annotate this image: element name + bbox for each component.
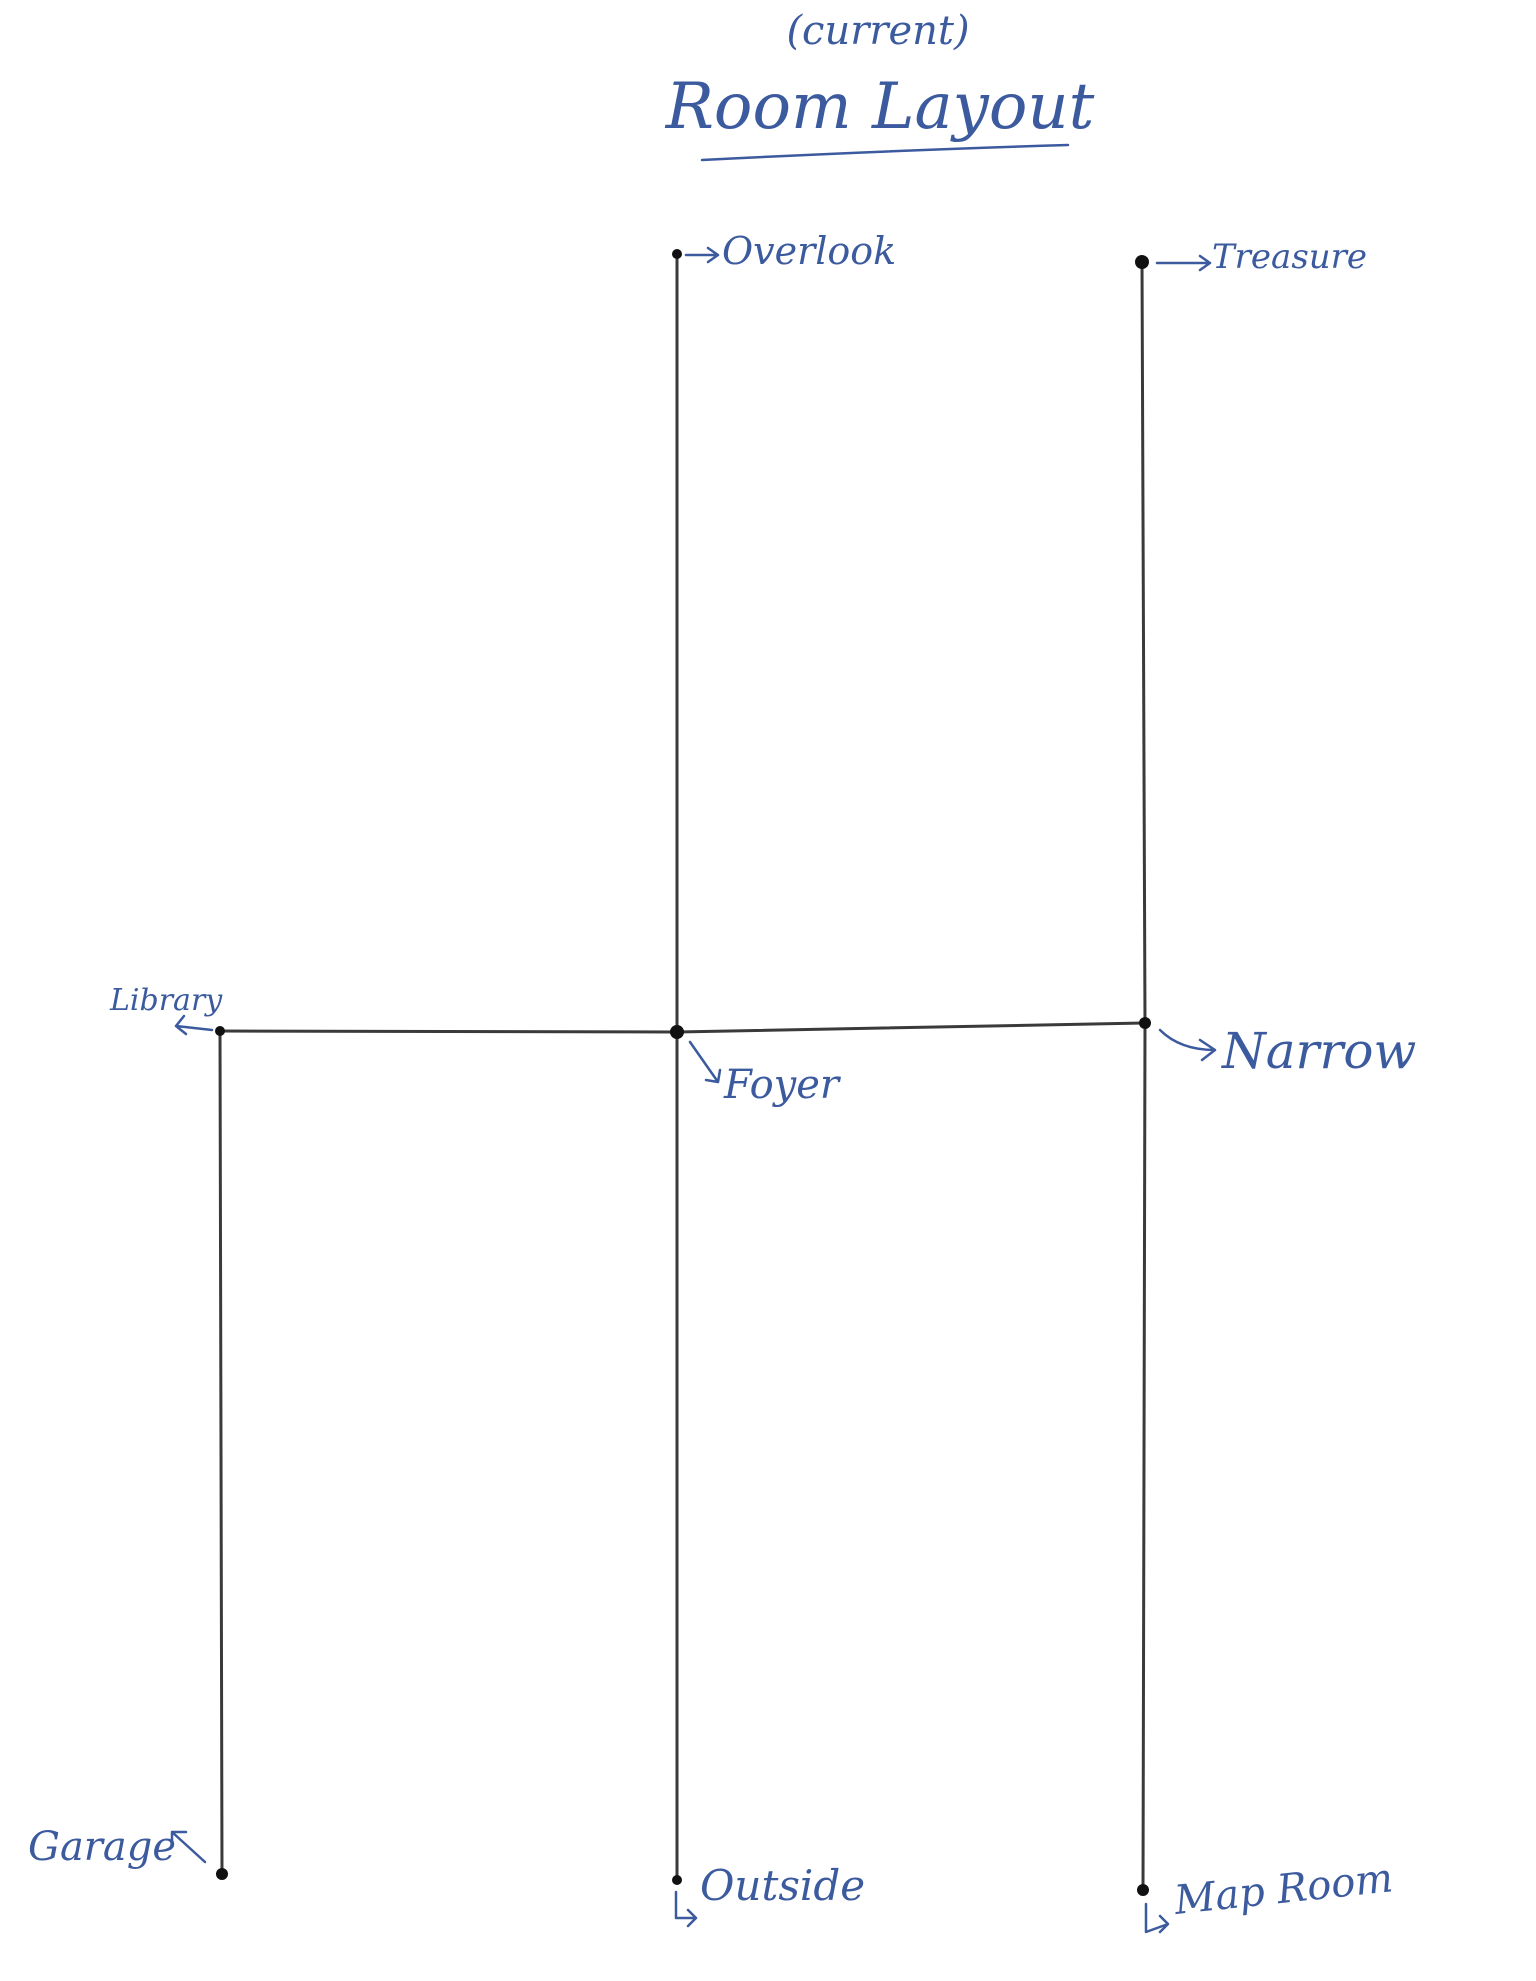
diagram-title: Room Layout [665,70,1095,144]
label-library: Library [109,983,223,1018]
arrow-narrow [1158,1028,1217,1062]
arrow-foyer [688,1040,722,1084]
edge-library-foyer [218,1029,679,1034]
edge-treasure-narrow [1140,260,1147,1025]
node-foyer [670,1025,684,1039]
label-garage: Garage [28,1824,176,1870]
node-narrow [1139,1017,1151,1029]
arrow-garage [170,1830,207,1864]
edge-library-garage [218,1029,224,1876]
arrow-library [174,1014,214,1036]
label-maproom: Map Room [1171,1855,1395,1924]
arrow-overlook [684,246,720,264]
node-overlook [672,249,682,259]
node-outside [672,1875,682,1885]
label-narrow: Narrow [1221,1022,1416,1080]
node-maproom [1137,1884,1149,1896]
diagram-subtitle: (current) [786,8,969,54]
title-underline [700,143,1070,162]
arrow-outside [674,1890,698,1928]
node-garage [216,1868,228,1880]
edge-narrow-maproom [1141,1021,1147,1892]
label-treasure: Treasure [1212,237,1367,277]
node-library [215,1026,225,1036]
label-foyer: Foyer [723,1062,842,1108]
label-outside: Outside [700,1861,865,1910]
edge-foyer-narrow [675,1021,1147,1034]
node-treasure [1135,255,1149,269]
arrow-maproom [1144,1902,1170,1934]
label-overlook: Overlook [722,229,896,273]
arrow-treasure [1155,254,1212,272]
